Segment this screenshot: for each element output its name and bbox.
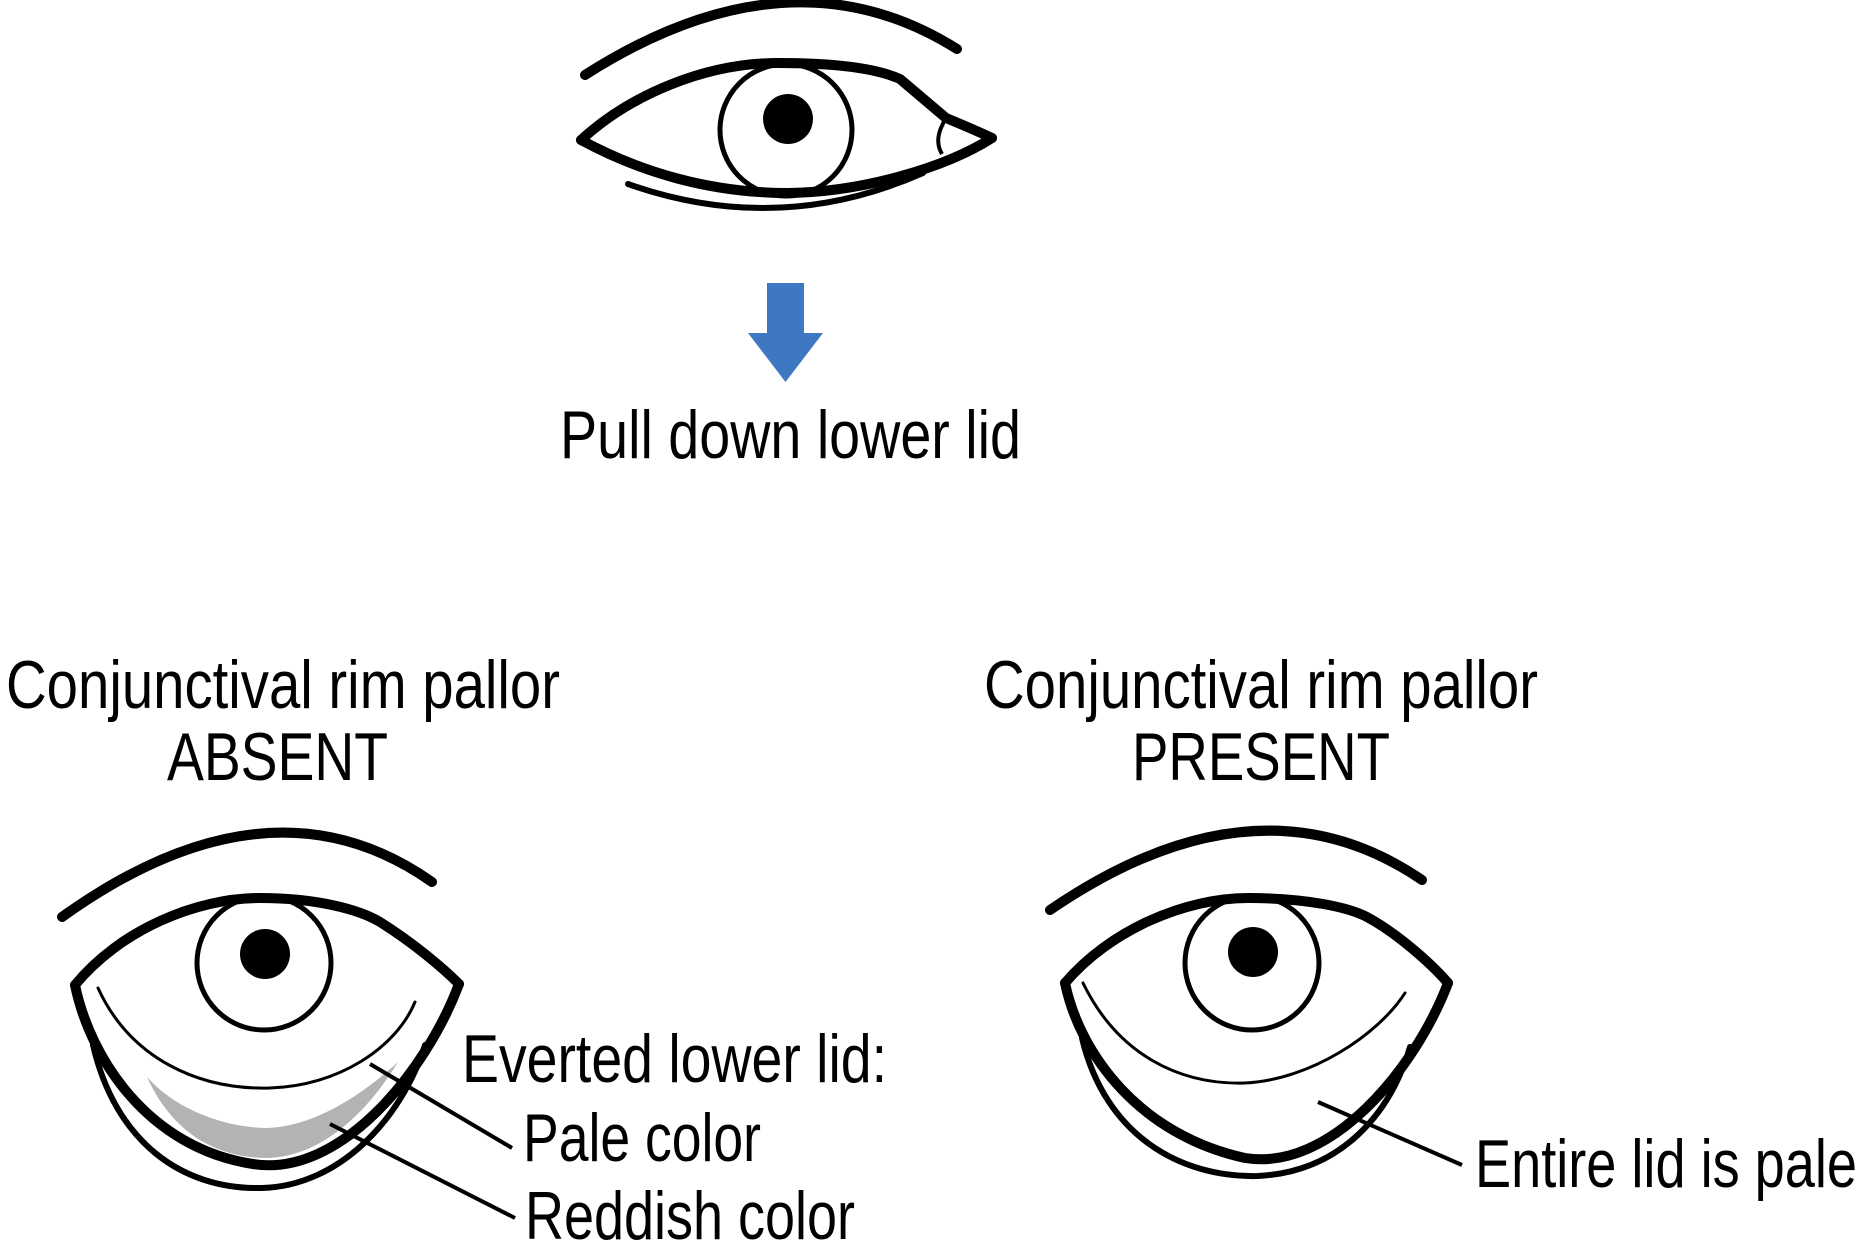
lateral-canthus-fold <box>936 116 948 156</box>
absent-heading-line1: Conjunctival rim pallor <box>6 647 560 723</box>
pale-color-leader-line <box>368 1062 514 1150</box>
eyebrow <box>1045 825 1427 915</box>
absent-heading-line2: ABSENT <box>167 719 388 795</box>
pallor-absent-panel: Conjunctival rim pallor ABSENT Everted l… <box>6 647 887 1251</box>
entire-lid-leader-line <box>1317 1100 1463 1167</box>
present-heading-line1: Conjunctival rim pallor <box>984 647 1538 723</box>
eyebrow <box>580 0 962 80</box>
upper-eyelid <box>70 893 464 990</box>
reddish-color-label: Reddish color <box>525 1178 855 1251</box>
pupil <box>763 94 813 144</box>
down-arrow-icon <box>748 283 823 382</box>
eye-pallor-absent-illustration <box>57 827 464 1192</box>
upper-eyelid <box>1060 893 1453 988</box>
iris-outline <box>194 898 334 1033</box>
pupil <box>1228 927 1278 977</box>
entire-lid-pale-label: Entire lid is pale <box>1475 1126 1857 1202</box>
eyebrow <box>57 827 437 922</box>
pale-color-label: Pale color <box>523 1100 761 1176</box>
lower-skin-fold <box>90 1042 428 1192</box>
everted-lower-lid-label: Everted lower lid: <box>462 1021 887 1097</box>
pupil <box>240 929 290 979</box>
inner-lid-edge-line <box>1081 981 1407 1085</box>
reddish-rim-shading <box>147 1062 398 1158</box>
pallor-present-panel: Conjunctival rim pallor PRESENT Entire l… <box>984 647 1857 1202</box>
eye-normal-illustration <box>576 0 997 211</box>
lower-skin-fold <box>1079 1035 1413 1180</box>
instruction-label: Pull down lower lid <box>560 397 1021 473</box>
lower-eyelid <box>576 133 997 198</box>
iris-outline <box>1182 898 1322 1033</box>
upper-eyelid <box>576 58 997 145</box>
present-heading-line2: PRESENT <box>1132 719 1390 795</box>
inner-lid-edge-line <box>96 986 417 1090</box>
reddish-color-leader-line <box>329 1122 516 1220</box>
eye-pallor-present-illustration <box>1045 825 1453 1180</box>
lower-lid-crease <box>625 170 926 211</box>
